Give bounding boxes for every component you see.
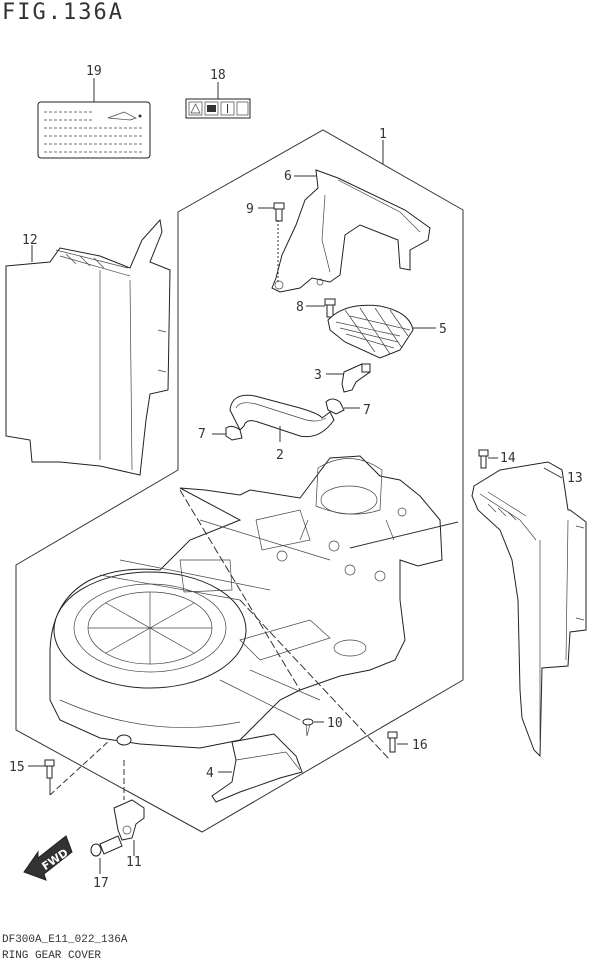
callout-11: 11 (126, 855, 142, 870)
part-10-screw[interactable] (302, 718, 314, 737)
callout-13: 13 (567, 471, 583, 486)
callout-6: 6 (284, 169, 292, 184)
ring-gear-cover-body[interactable] (49, 455, 443, 749)
part-17-bolt[interactable] (90, 835, 123, 857)
part-19-label-sticker[interactable] (37, 101, 151, 159)
part-11-fitting[interactable] (113, 734, 145, 841)
callout-5: 5 (439, 322, 447, 337)
part-8-bolt[interactable] (324, 298, 336, 318)
part-16-bolt[interactable] (387, 731, 398, 753)
callout-8: 8 (296, 300, 304, 315)
part-2-hose[interactable] (229, 394, 335, 438)
callout-18: 18 (210, 68, 226, 83)
callout-3: 3 (314, 368, 322, 383)
callout-1: 1 (379, 127, 387, 142)
part-7-clamp-upper[interactable] (325, 398, 345, 415)
callout-labels: 19 18 1 6 9 12 8 5 3 7 7 2 14 13 10 16 1… (9, 64, 583, 891)
figure-title: FIG.136A (2, 0, 124, 25)
callout-19: 19 (86, 64, 102, 79)
part-14-bolt[interactable] (478, 449, 489, 469)
part-6-upper-cover[interactable] (271, 169, 431, 293)
callout-4: 4 (206, 766, 214, 781)
callout-16: 16 (412, 738, 428, 753)
callout-10: 10 (327, 716, 343, 731)
part-13-side-panel-right[interactable] (471, 461, 587, 758)
callout-7-upper: 7 (363, 403, 371, 418)
part-3-connector[interactable] (341, 363, 371, 393)
callout-2: 2 (276, 448, 284, 463)
fwd-arrow-icon: FWD (23, 835, 73, 881)
part-7-clamp-lower[interactable] (225, 425, 243, 441)
callout-12: 12 (22, 233, 38, 248)
part-4-cover-plate[interactable] (211, 733, 303, 803)
part-9-bolt[interactable] (273, 202, 285, 222)
part-18-warning-label[interactable] (185, 98, 251, 119)
part-15-bolt[interactable] (44, 759, 55, 779)
callout-15: 15 (9, 760, 25, 775)
assembly-outline (15, 129, 464, 833)
diagram-code: DF300A_E11_022_136A (2, 934, 128, 946)
leader-lines (28, 78, 563, 874)
callout-14: 14 (500, 451, 516, 466)
callout-7-lower: 7 (198, 427, 206, 442)
part-5-mesh-cover[interactable] (327, 304, 414, 359)
part-12-side-panel-left[interactable] (5, 218, 171, 476)
diagram-name: RING GEAR COVER (2, 950, 102, 962)
callout-9: 9 (246, 202, 254, 217)
callout-17: 17 (93, 876, 109, 891)
